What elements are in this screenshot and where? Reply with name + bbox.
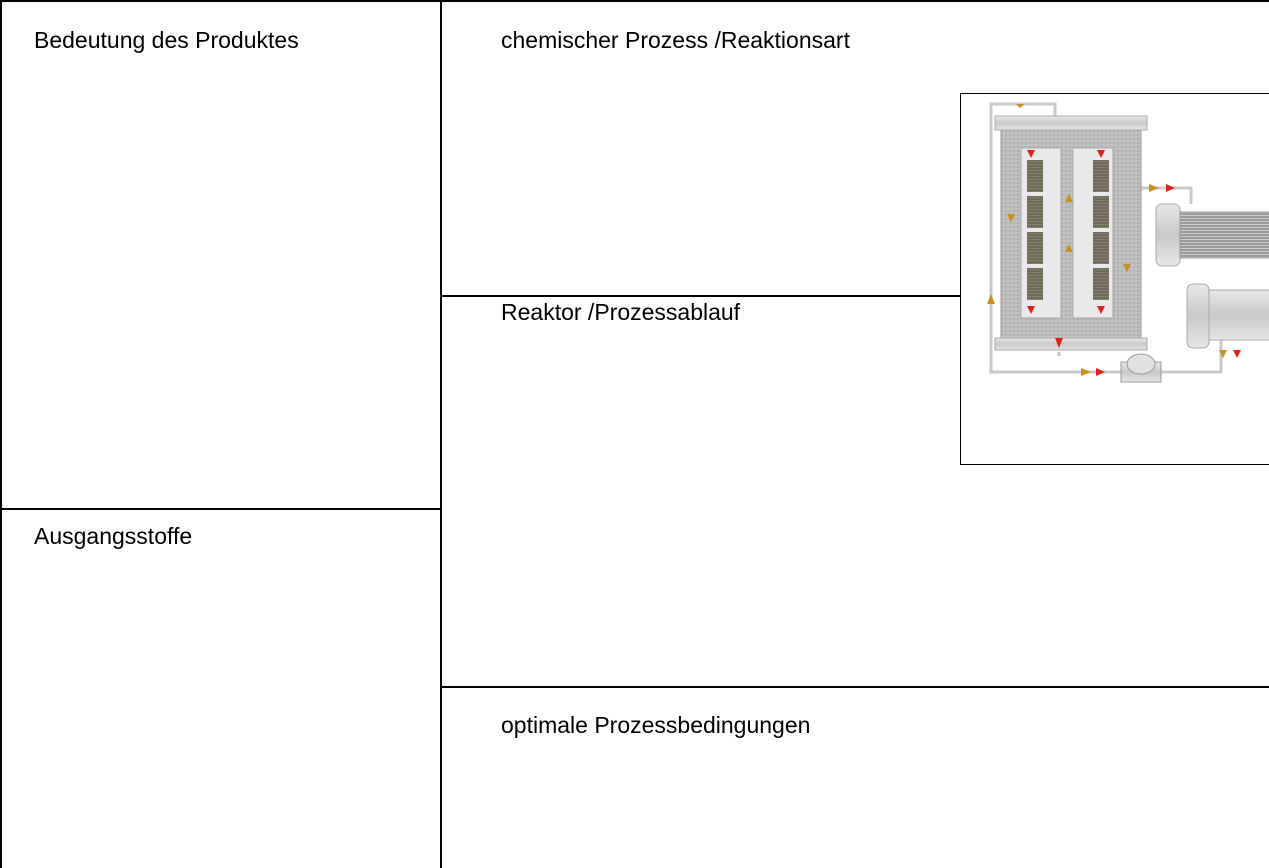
heat-exchanger-top — [1155, 203, 1269, 267]
cell-label-chemical-process: chemischer Prozess /Reaktionsart — [501, 27, 850, 53]
cell-label-starting-materials: Ausgangsstoffe — [34, 523, 193, 549]
column-divider — [440, 0, 442, 868]
table-border-top — [0, 0, 1269, 2]
table-border-left — [0, 0, 2, 868]
cell-label-product-meaning: Bedeutung des Produktes — [34, 27, 299, 53]
reactor-vessel — [994, 115, 1148, 351]
heat-exchanger-bottom — [1186, 283, 1269, 349]
reactor-diagram-svg — [987, 102, 1269, 383]
flow-arrows — [987, 104, 1241, 376]
cell-label-reactor-process: Reaktor /Prozessablauf — [501, 299, 741, 325]
reactor-process-diagram — [960, 93, 1269, 465]
left-row-divider — [0, 508, 442, 510]
pump — [1120, 353, 1162, 383]
cell-label-optimal-conditions: optimale Prozessbedingungen — [501, 712, 811, 738]
right-row-divider-1 — [440, 295, 960, 297]
right-row-divider-2 — [440, 686, 1269, 688]
